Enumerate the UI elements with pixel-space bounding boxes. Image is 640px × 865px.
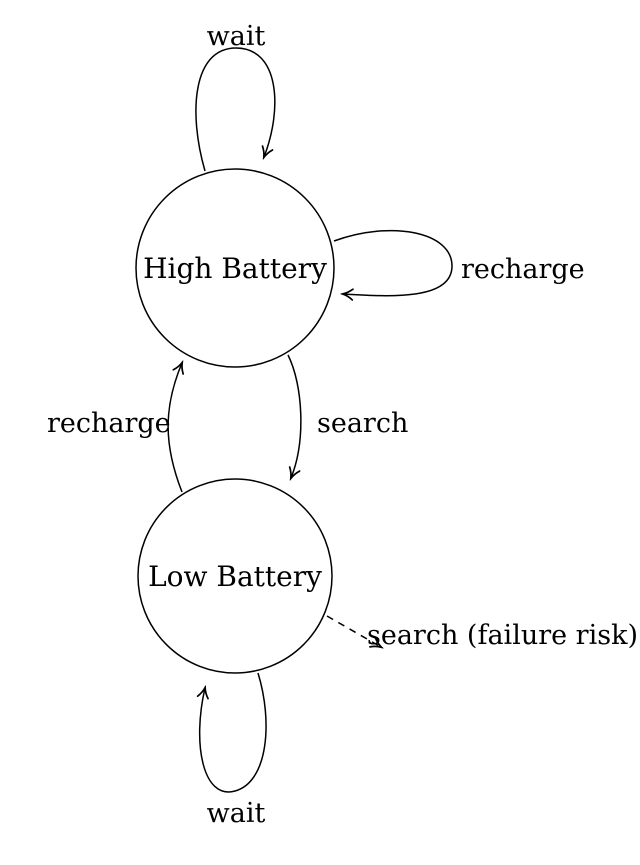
transition-wait-high-path — [195, 47, 276, 172]
transition-wait-low-path — [200, 672, 267, 793]
transition-recharge-low-high-label: recharge — [47, 408, 171, 439]
state-high-battery — [135, 168, 335, 368]
transition-recharge-high-path — [333, 229, 453, 296]
transition-recharge-high-label: recharge — [461, 254, 585, 285]
transition-wait-high-label: wait — [207, 21, 266, 52]
transition-search-label: search — [317, 408, 408, 439]
transition-recharge-low-high-path — [167, 363, 182, 493]
state-low-battery — [137, 478, 333, 674]
transition-search-failure-path — [326, 615, 381, 647]
transition-search-path — [287, 354, 302, 478]
state-low-battery-label: Low Battery — [148, 560, 322, 593]
state-high-battery-label: High Battery — [143, 252, 327, 285]
transition-wait-low-label: wait — [207, 798, 266, 829]
transition-search-failure-label: search (failure risk) — [367, 620, 638, 651]
